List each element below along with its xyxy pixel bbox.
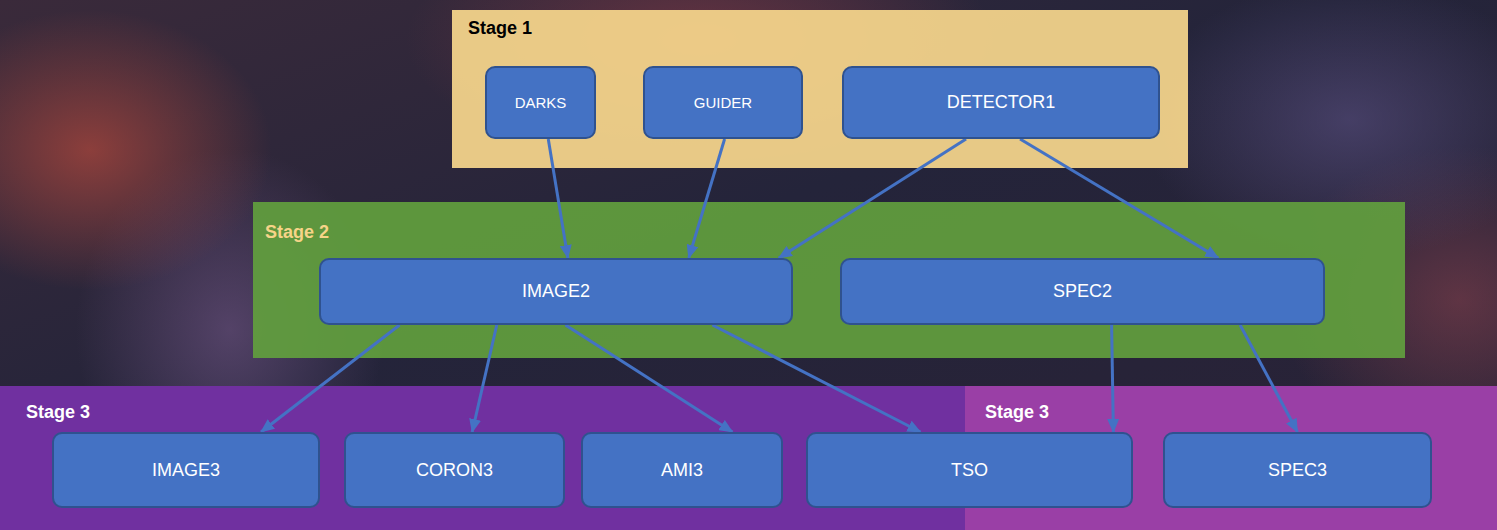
stage-label: Stage 1 xyxy=(468,18,532,39)
process-label: SPEC3 xyxy=(1268,460,1327,481)
process-box: GUIDER xyxy=(643,66,803,139)
process-label: IMAGE2 xyxy=(522,281,590,302)
stage-band: Stage 2 IMAGE2 SPEC2 xyxy=(253,202,1405,358)
process-label: TSO xyxy=(951,460,988,481)
flow-arrow xyxy=(548,139,568,258)
process-label: GUIDER xyxy=(694,94,752,111)
stage-label: Stage 3 xyxy=(26,402,90,423)
flow-arrow xyxy=(779,139,966,258)
process-label: IMAGE3 xyxy=(152,460,220,481)
flow-arrow xyxy=(1020,139,1218,258)
process-box: IMAGE3 xyxy=(52,432,320,508)
stage-band: Stage 1 DARKS GUIDER DETECTOR1 xyxy=(452,10,1188,168)
flow-arrow xyxy=(565,325,732,432)
process-box: SPEC2 xyxy=(840,258,1325,325)
flow-arrow xyxy=(261,325,400,432)
process-box: DARKS xyxy=(485,66,596,139)
process-box: AMI3 xyxy=(581,432,783,508)
stage-label: Stage 3 xyxy=(985,402,1049,423)
process-box: DETECTOR1 xyxy=(842,66,1160,139)
process-box: CORON3 xyxy=(344,432,565,508)
process-label: CORON3 xyxy=(416,460,493,481)
flow-arrow xyxy=(472,325,497,432)
flow-arrow xyxy=(689,139,725,258)
process-box: IMAGE2 xyxy=(319,258,793,325)
stage-label: Stage 2 xyxy=(265,222,329,243)
flow-arrow xyxy=(712,325,920,432)
process-label: SPEC2 xyxy=(1053,281,1112,302)
flow-arrow xyxy=(1240,325,1297,432)
process-box: SPEC3 xyxy=(1163,432,1432,508)
process-box: TSO xyxy=(806,432,1133,508)
flow-arrow xyxy=(1112,325,1114,432)
process-label: AMI3 xyxy=(661,460,703,481)
process-label: DETECTOR1 xyxy=(947,92,1056,113)
process-label: DARKS xyxy=(515,94,567,111)
